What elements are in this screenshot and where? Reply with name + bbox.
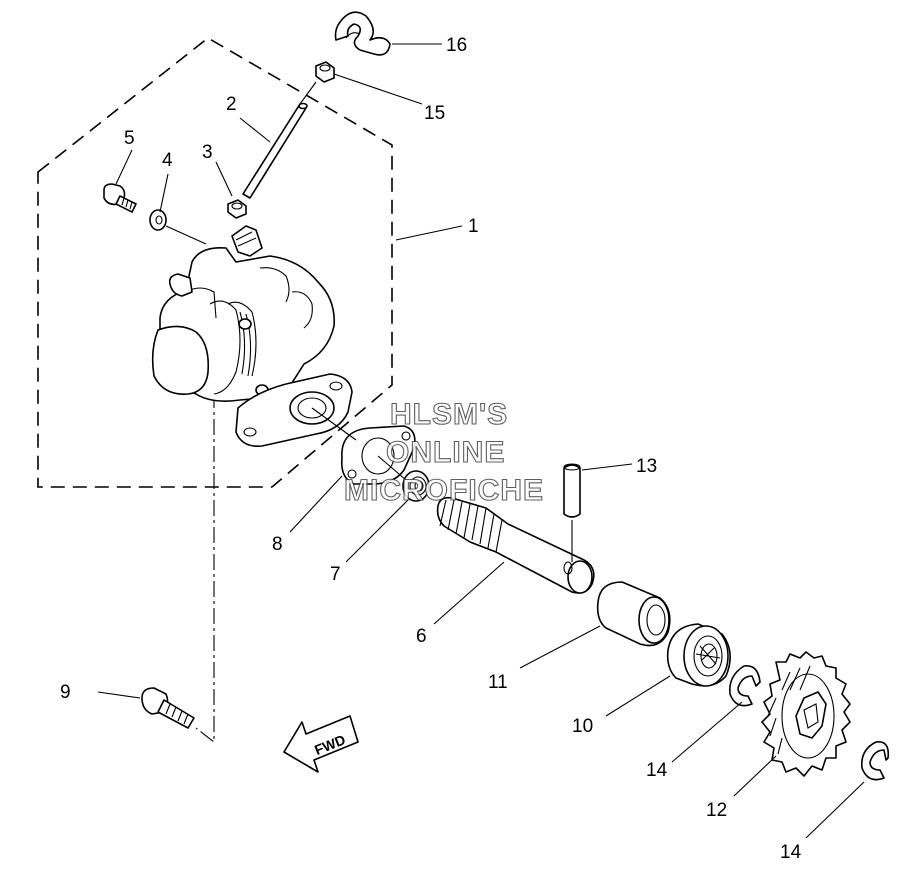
callout-4: 4 — [162, 150, 173, 171]
part-oil-seal — [402, 470, 430, 502]
part-gasket — [340, 425, 416, 485]
part-driven-gear — [761, 651, 851, 777]
callout-7: 7 — [330, 564, 341, 585]
part-oil-pump-body — [151, 225, 353, 448]
assembly-boundary — [37, 37, 393, 488]
callout-14-a: 14 — [646, 760, 668, 781]
part-bolt — [141, 687, 195, 729]
pipe-to-nozzle-line — [299, 81, 317, 105]
callout-13: 13 — [636, 456, 657, 477]
callout-3: 3 — [202, 142, 213, 163]
callout-2: 2 — [226, 94, 237, 115]
callout-14-b: 14 — [780, 842, 802, 863]
leader-lines — [97, 43, 865, 839]
centerline-bolt — [195, 392, 215, 744]
watermark-line-2: ONLINE — [386, 436, 505, 469]
callout-8: 8 — [272, 534, 283, 555]
part-bearing — [666, 623, 731, 687]
part-washer-4 — [149, 209, 207, 245]
part-drive-shaft — [436, 496, 595, 594]
part-nut-15 — [315, 61, 335, 83]
part-pin — [563, 463, 581, 562]
callout-12: 12 — [706, 800, 727, 821]
part-collar — [596, 581, 671, 647]
callout-15: 15 — [424, 103, 445, 124]
part-circlip-2 — [860, 741, 890, 781]
watermark-line-3: MICROFICHE — [344, 474, 544, 507]
callout-9: 9 — [60, 682, 71, 703]
forward-direction-arrow: FWD — [283, 715, 359, 773]
flange-centre-line — [311, 407, 357, 441]
part-pipe — [242, 102, 308, 199]
callout-numbers: 16 15 2 3 4 5 1 8 7 6 9 11 10 14 12 14 1… — [60, 35, 802, 863]
gasket-centre-line — [377, 455, 407, 481]
part-screw-5 — [103, 183, 137, 213]
callout-5: 5 — [124, 128, 135, 149]
callout-10: 10 — [572, 716, 593, 737]
callout-1: 1 — [468, 216, 479, 237]
callout-11: 11 — [488, 672, 508, 693]
part-clamp — [334, 11, 391, 56]
part-nut-3 — [227, 199, 247, 219]
watermark-line-1: HLSM'S — [390, 398, 508, 431]
callout-16: 16 — [446, 35, 467, 56]
watermark: HLSM'S ONLINE MICROFICHE — [343, 397, 544, 507]
part-circlip-1 — [728, 665, 761, 707]
callout-6: 6 — [416, 626, 427, 647]
